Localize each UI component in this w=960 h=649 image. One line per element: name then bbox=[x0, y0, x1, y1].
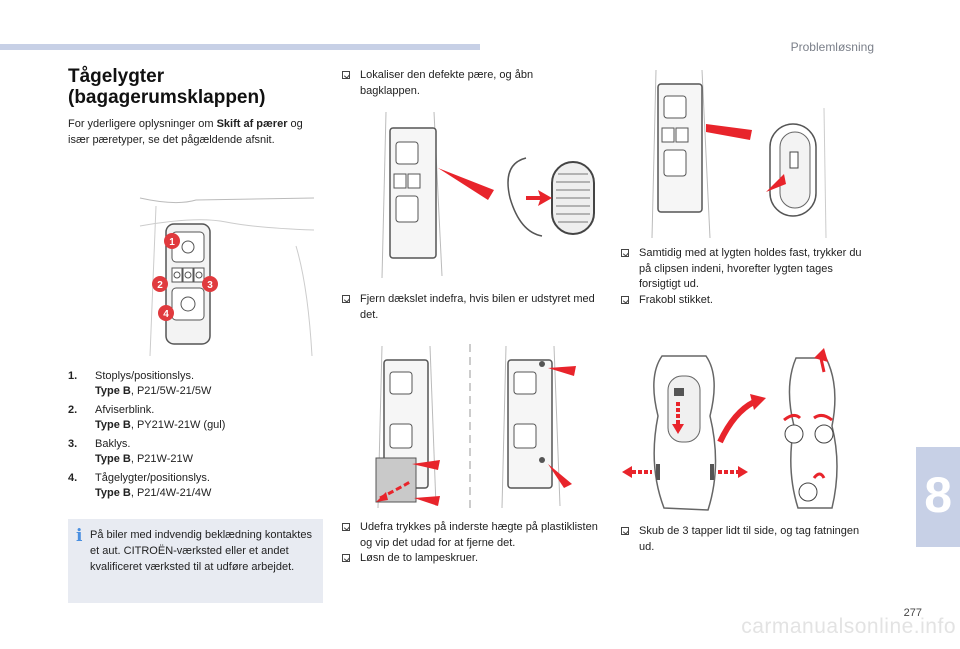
bulb-item: 2. Afviserblink. Type B, PY21W-21W (gul) bbox=[68, 403, 323, 433]
bulb-name: Afviserblink. bbox=[95, 404, 155, 416]
step-2: Fjern dækslet indefra, hvis bilen er uds… bbox=[342, 292, 597, 323]
bulb-number: 2. bbox=[68, 404, 78, 416]
step-text: Samtidig med at lygten holdes fast, tryk… bbox=[639, 247, 862, 290]
step-text: Skub de 3 tapper lidt til side, og tag f… bbox=[639, 525, 860, 553]
bulb-type-value: , PY21W-21W (gul) bbox=[130, 419, 226, 431]
callout-4: 4 bbox=[163, 309, 169, 320]
lamp-removal-figure bbox=[640, 68, 836, 244]
title-line-2: (bagagerumsklappen) bbox=[68, 87, 266, 108]
callout-3: 3 bbox=[207, 280, 213, 291]
bulb-holder-figure bbox=[618, 346, 846, 518]
bulb-number: 1. bbox=[68, 370, 78, 382]
checkbox-icon bbox=[621, 527, 629, 535]
checkbox-icon bbox=[342, 71, 350, 79]
step-text: Lokaliser den defekte pære, og åbn bagkl… bbox=[360, 69, 534, 97]
bulb-type-label: Type B bbox=[95, 487, 131, 499]
step-3-4: Udefra trykkes på inderste hægte på plas… bbox=[342, 520, 604, 567]
bulb-number: 3. bbox=[68, 438, 78, 450]
checkbox-icon bbox=[342, 295, 350, 303]
step-7: Skub de 3 tapper lidt til side, og tag f… bbox=[621, 524, 861, 555]
checkbox-icon bbox=[621, 249, 629, 257]
title-line-1: Tågelygter bbox=[68, 66, 165, 87]
intro-bold-term: Skift af pærer bbox=[216, 118, 288, 130]
callout-1: 1 bbox=[169, 237, 175, 248]
info-box: i På biler med indvendig beklædning kont… bbox=[68, 519, 323, 603]
bulb-item: 3. Baklys. Type B, P21W-21W bbox=[68, 437, 323, 467]
chapter-tab bbox=[916, 447, 960, 547]
bulb-type-value: , P21/4W-21/4W bbox=[130, 487, 212, 499]
bulb-name: Stoplys/positionslys. bbox=[95, 370, 195, 382]
rear-lamp-figure: 1 2 3 4 bbox=[136, 186, 318, 362]
watermark: carmanualsonline.info bbox=[741, 615, 956, 638]
checkbox-icon bbox=[342, 523, 350, 531]
bulb-type-label: Type B bbox=[95, 385, 131, 397]
step-text: Frakobl stikket. bbox=[639, 293, 713, 306]
info-text: På biler med indvendig beklædning kontak… bbox=[90, 529, 312, 573]
open-tailgate-figure bbox=[376, 108, 606, 278]
section-title: Problemløsning bbox=[790, 40, 874, 54]
info-icon: i bbox=[76, 526, 83, 546]
checkbox-icon bbox=[342, 554, 350, 562]
bulb-type-value: , P21/5W-21/5W bbox=[130, 385, 212, 397]
bulb-type-label: Type B bbox=[95, 419, 131, 431]
page-title: Tågelygter (bagagerumsklappen) bbox=[68, 66, 318, 108]
bulb-list: 1.Stoplys/positionslys.Type B, P21/5W-21… bbox=[68, 369, 323, 505]
step-text: Løsn de to lampeskruer. bbox=[360, 552, 479, 564]
bulb-type-value: , P21W-21W bbox=[130, 453, 194, 465]
bulb-name: Tågelygter/positionslys. bbox=[95, 472, 210, 484]
callout-2: 2 bbox=[157, 280, 163, 291]
page-number: 277 bbox=[903, 607, 922, 619]
chapter-number: 8 bbox=[924, 467, 952, 523]
intro-text: For yderligere oplysninger om Skift af p… bbox=[68, 116, 320, 148]
bulb-item: 1. Stoplys/positionslys. Type B, P21/5W-21… bbox=[68, 369, 323, 399]
step-1: Lokaliser den defekte pære, og åbn bagkl… bbox=[342, 68, 582, 99]
header-bar bbox=[0, 44, 480, 50]
checkbox-icon bbox=[621, 295, 629, 304]
bulb-type-label: Type B bbox=[95, 453, 131, 465]
trim-removal-figure bbox=[366, 340, 596, 512]
intro-suffix: og især pæretyper, se det pågældende afs… bbox=[68, 118, 303, 146]
step-text: Fjern dækslet indefra, hvis bilen er uds… bbox=[360, 293, 595, 321]
bulb-number: 4. bbox=[68, 472, 78, 484]
step-text: Udefra trykkes på inderste hægte på plas… bbox=[360, 521, 598, 549]
bulb-name: Baklys. bbox=[95, 438, 131, 450]
bulb-item: 4. Tågelygter/positionslys. Type B, P21/4W… bbox=[68, 471, 323, 501]
step-5-6: Samtidig med at lygten holdes fast, tryk… bbox=[621, 246, 876, 308]
intro-prefix: For yderligere oplysninger om bbox=[68, 118, 217, 130]
